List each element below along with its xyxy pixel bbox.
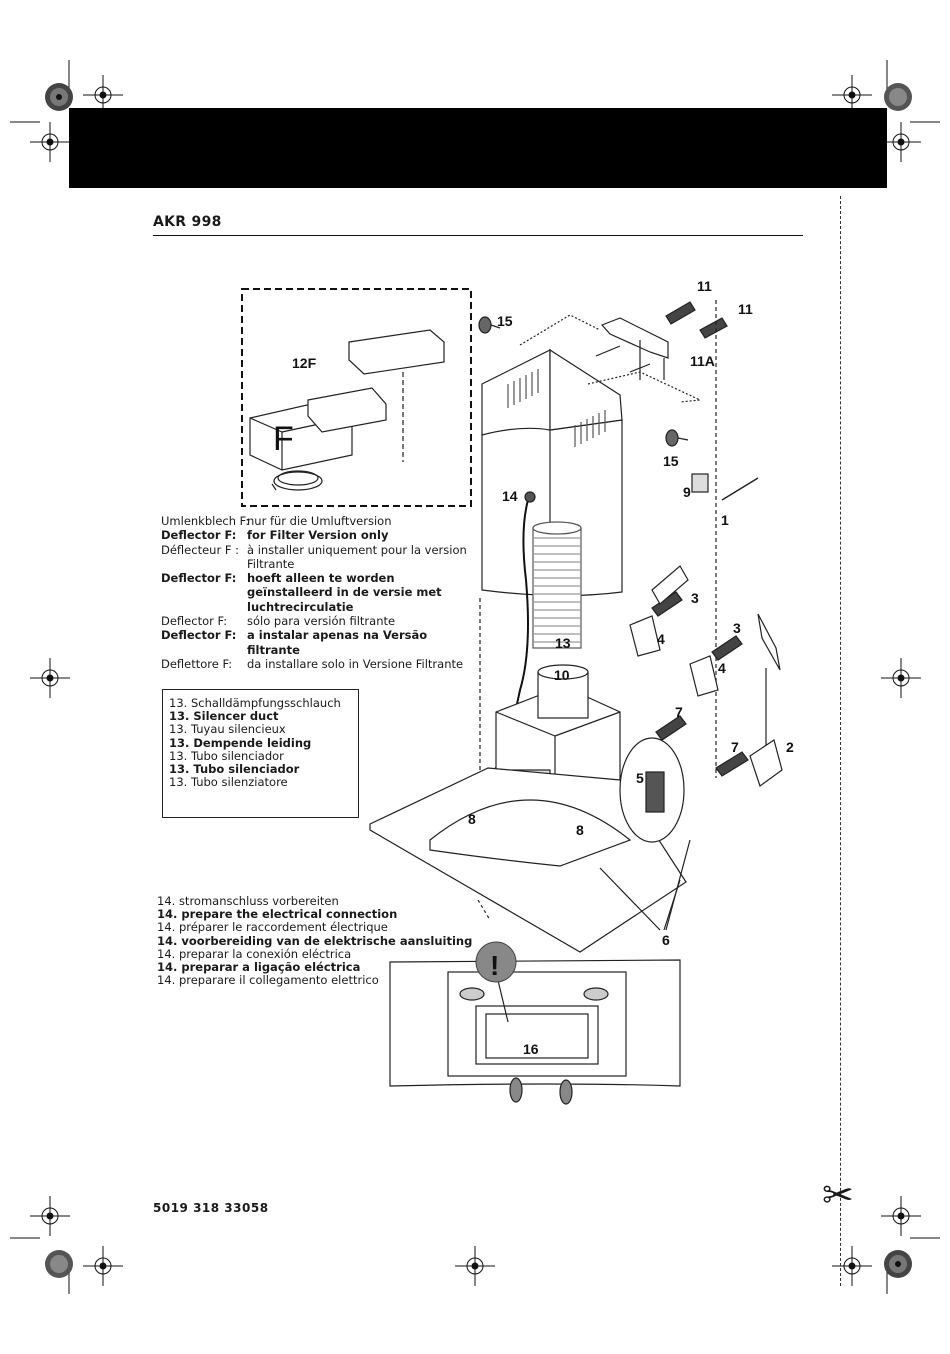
legend-value: sólo para versión filtrante [247, 614, 396, 629]
legend-line: 13. Silencer duct [169, 709, 279, 724]
letter-F: F [273, 420, 294, 458]
callout-12F: 12F [292, 355, 317, 371]
legend-line: 14. preparar la conexión eléctrica [157, 946, 352, 961]
crosshair-icon [881, 658, 921, 698]
callout-4b: 4 [718, 660, 726, 676]
cut-line [840, 196, 841, 1286]
crosshair-icon [832, 1246, 872, 1286]
starburst-mark-icon [45, 1250, 73, 1278]
callout-16: 16 [523, 1041, 539, 1057]
deflector-legend-row: Deflettore F: da installare solo in Versi… [161, 657, 481, 671]
legend-key: Deflettore F: [161, 656, 233, 671]
callout-3b: 3 [733, 620, 741, 636]
crosshair-icon [455, 1246, 495, 1286]
legend-value: da installare solo in Versione Filtrante [247, 656, 464, 671]
crosshair-icon [30, 122, 70, 162]
callout-11A: 11A [690, 353, 715, 369]
legend-line: 13. Tubo silenciador [169, 748, 284, 763]
callout-8b: 8 [576, 822, 584, 838]
model-title: AKR 998 [153, 214, 222, 230]
legend-key: Déflecteur F : [161, 542, 239, 557]
legend-line: 13. Tuyau silencieux [169, 722, 286, 737]
callout-8a: 8 [468, 811, 476, 827]
deflector-legend-row: Umlenkblech F:nur für die Umluftversion [161, 514, 481, 528]
legend-line: 13. Schalldämpfungsschlauch [169, 696, 341, 710]
legend-line: 14. preparare il collegamento elettrico [157, 973, 379, 988]
title-rule [153, 235, 803, 236]
callout-13: 13 [555, 635, 571, 651]
legend-line: 14. prepare the electrical connection [157, 907, 398, 922]
crosshair-icon [83, 1246, 123, 1286]
callout-10: 10 [554, 667, 570, 683]
callout-7b: 7 [731, 739, 739, 755]
legend-value: nur für die Umluftversion [247, 514, 392, 528]
crosshair-icon [30, 658, 70, 698]
legend-line: 14. preparar a ligação eléctrica [157, 960, 361, 975]
legend-line: 14. voorbereiding van de elektrische aan… [157, 933, 473, 948]
scissors-icon: ✂ [822, 1173, 854, 1217]
legend-line: 13. Tubo silenziatore [169, 775, 288, 790]
legend-key: Umlenkblech F: [161, 514, 250, 528]
header-bar [69, 108, 887, 188]
callout-14: 14 [502, 488, 518, 504]
deflector-inset-box [241, 288, 472, 507]
crosshair-icon [881, 1196, 921, 1236]
legend-key: Deflector F: [161, 528, 237, 543]
deflector-legend-row: Deflector F: a instalar apenas na Versão … [161, 628, 481, 657]
deflector-legend-row: Déflecteur F : à installer uniquement pou… [161, 543, 481, 572]
silencer-legend-box [162, 689, 359, 818]
legend-key: Deflector F: [161, 614, 228, 629]
part-number: 5019 318 33058 [153, 1201, 269, 1215]
warning-icon [475, 941, 517, 983]
legend-line: 14. préparer le raccordement électrique [157, 920, 388, 935]
crosshair-icon [30, 1196, 70, 1236]
legend-key: Deflector F: [161, 571, 237, 586]
crosshair-icon [881, 122, 921, 162]
legend-value: for Filter Version only [247, 528, 389, 543]
starburst-mark-icon [884, 1250, 912, 1278]
deflector-legend-row: Deflector F: for Filter Version only [161, 528, 481, 542]
callout-1: 1 [721, 512, 729, 528]
callout-11b: 11 [738, 301, 753, 317]
callout-15b: 15 [663, 453, 679, 469]
legend-line: 14. stromanschluss vorbereiten [157, 894, 339, 908]
callout-5: 5 [636, 770, 644, 786]
callout-9: 9 [683, 484, 691, 500]
legend-value: hoeft alleen te worden geïnstalleerd in … [247, 571, 442, 614]
callout-11a: 11 [697, 278, 712, 294]
starburst-mark-icon [45, 83, 73, 111]
deflector-legend-row: Deflector F: hoeft alleen te worden geïns… [161, 571, 481, 614]
legend-value: à installer uniquement pour la version F… [247, 542, 467, 571]
callout-3a: 3 [691, 590, 699, 606]
legend-line: 13. Tubo silenciador [169, 762, 300, 777]
legend-value: a instalar apenas na Versão filtrante [247, 628, 428, 657]
legend-line: 13. Dempende leiding [169, 735, 312, 750]
callout-15a: 15 [497, 313, 513, 329]
legend-key: Deflector F: [161, 628, 237, 643]
callout-2: 2 [786, 739, 794, 755]
starburst-mark-icon [884, 83, 912, 111]
warning-mark: ! [490, 950, 499, 981]
callout-7a: 7 [675, 704, 683, 720]
callout-6: 6 [662, 932, 670, 948]
deflector-legend-row: Deflector F: sólo para versión filtrante [161, 614, 481, 628]
callout-4a: 4 [657, 631, 665, 647]
